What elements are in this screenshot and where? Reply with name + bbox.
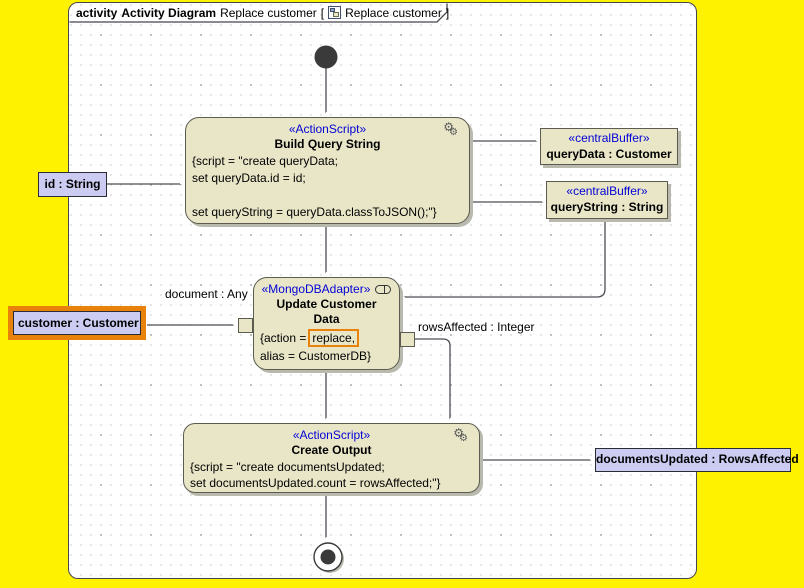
action-name: Update Customer [276,297,377,311]
activity-diagram-icon [328,6,342,19]
frame-kind-label: activity [76,5,118,20]
action-property-line: alias = CustomerDB} [260,349,372,363]
frame-tab[interactable]: activity Activity Diagram Replace custom… [70,3,456,22]
input-pin-document[interactable] [238,318,253,333]
frame-context-name: Replace customer [345,5,442,20]
activity-parameter-documentsupdated[interactable]: documentsUpdated : RowsAffected [595,448,799,472]
action-name: Data [313,312,340,326]
edge-rowsaffected-pin-to-create-output[interactable] [415,338,451,418]
stereotype-label: «MongoDBAdapter» [254,278,399,297]
central-buffer-querystring[interactable]: «centralBuffer» queryString : String [546,181,668,219]
frame-bracket-close: ] [445,5,450,20]
script-line: set documentsUpdated.count = rowsAffecte… [190,476,441,490]
edge-label-rowsaffected-integer[interactable]: rowsAffected : Integer [418,320,535,334]
activity-parameter-customer[interactable]: customer : Customer [13,311,141,335]
selection-highlight: customer : Customer [8,306,146,340]
final-node[interactable] [313,542,343,572]
edge-label-document-any[interactable]: document : Any [165,287,248,301]
action-property-line: {action =replace, [260,329,393,347]
action-build-query-string[interactable]: ⚙⚙ «ActionScript» Build Query String {sc… [185,117,470,224]
buffer-name: queryString : String [550,200,664,214]
script-line: set queryString = queryData.classToJSON(… [192,205,437,219]
replace-highlight[interactable]: replace, [308,329,360,347]
script-line [192,187,463,204]
activity-parameter-id[interactable]: id : String [38,172,107,197]
central-buffer-querydata[interactable]: «centralBuffer» queryData : Customer [540,128,678,165]
frame-bracket-open: [ [320,5,325,20]
stereotype-label: «ActionScript» [292,428,371,442]
script-line: set queryData.id = id; [192,171,306,185]
mongodb-adapter-icon [375,285,392,295]
output-pin-rowsaffected[interactable] [400,332,415,347]
edge-querystring-buffer-to-update[interactable] [405,219,606,298]
buffer-name: queryData : Customer [546,147,672,161]
action-create-output[interactable]: ⚙⚙ «ActionScript» Create Output {script … [183,423,480,493]
behavior-gears-icon: ⚙⚙ [443,120,458,138]
frame-diagram-name: Replace customer [220,5,317,20]
action-update-customer-data[interactable]: «MongoDBAdapter» Update Customer Data {a… [253,277,400,370]
stereotype-label: «centralBuffer» [566,184,648,198]
stereotype-label: «ActionScript» [288,122,367,136]
action-name: Create Output [291,443,372,457]
script-line: {script = "create documentsUpdated; [190,460,385,474]
script-line: {script = "create queryData; [192,154,338,168]
action-name: Build Query String [274,137,381,151]
frame-type-label: Activity Diagram [121,5,217,20]
behavior-gears-icon: ⚙⚙ [453,426,468,444]
stereotype-label: «centralBuffer» [568,131,650,145]
initial-node[interactable] [314,45,338,69]
